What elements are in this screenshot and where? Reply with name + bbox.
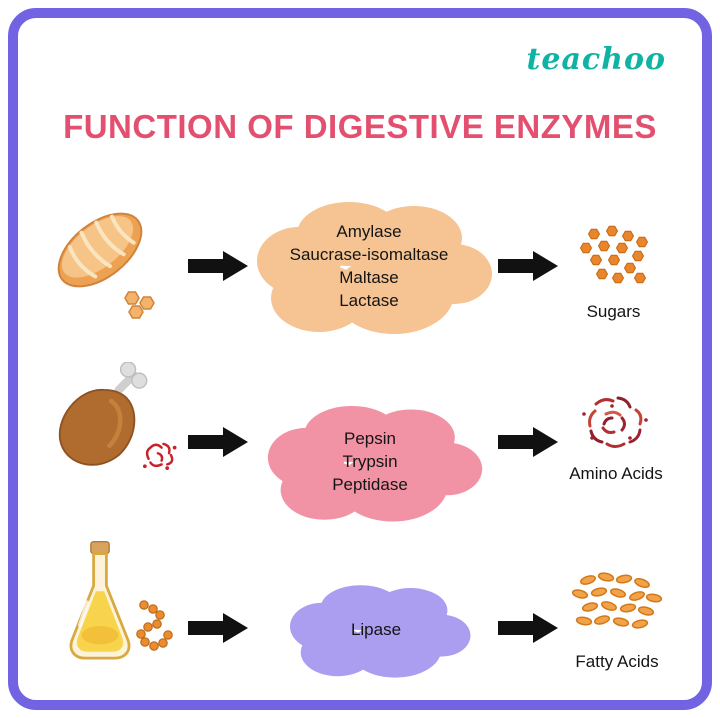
cloud-shape bbox=[257, 202, 492, 334]
fatty-acids-icon bbox=[571, 572, 663, 629]
arrow-right-icon bbox=[188, 613, 248, 643]
cloud-shape bbox=[267, 406, 483, 522]
enzyme-name: Maltase bbox=[339, 267, 399, 287]
enzyme-list-fats: Lipase bbox=[280, 574, 472, 686]
enzyme-cloud-proteins: Pepsin Trypsin Peptidase bbox=[256, 392, 484, 532]
arrow-right-icon bbox=[498, 251, 558, 281]
product-label-fatty-acids: Fatty Acids bbox=[575, 652, 659, 671]
protein-molecule-icon bbox=[145, 442, 174, 468]
chicken-leg-icon bbox=[58, 362, 177, 470]
enzyme-name: Pepsin bbox=[344, 429, 396, 448]
page-title: FUNCTION OF DIGESTIVE ENZYMES bbox=[63, 108, 657, 145]
protein-dots bbox=[142, 445, 177, 470]
cloud-shape bbox=[289, 585, 471, 678]
amino-acids-icon bbox=[582, 396, 648, 448]
enzyme-list-proteins: Pepsin Trypsin Peptidase bbox=[256, 392, 484, 532]
enzyme-list-carbohydrates: Amylase Saucrase-isomaltase Maltase Lact… bbox=[244, 186, 494, 346]
bread-icon bbox=[57, 212, 155, 319]
product-label-sugars: Sugars bbox=[586, 302, 641, 321]
enzyme-name: Amylase bbox=[336, 221, 402, 241]
enzyme-cloud-carbohydrates: Amylase Saucrase-isomaltase Maltase Lact… bbox=[244, 186, 494, 346]
oil-flask-icon bbox=[69, 540, 131, 660]
arrow-right-icon bbox=[498, 427, 558, 457]
arrow-right-icon bbox=[188, 427, 248, 457]
enzyme-name: Lactase bbox=[339, 290, 399, 310]
arrow-right-icon bbox=[498, 613, 558, 643]
enzyme-cloud-fats: Lipase bbox=[280, 574, 472, 686]
enzyme-name: Trypsin bbox=[342, 452, 398, 471]
sugars-icon bbox=[579, 225, 649, 284]
enzyme-name: Peptidase bbox=[332, 475, 408, 494]
sugar-cubes-icon bbox=[124, 291, 155, 319]
arrow-right-icon bbox=[188, 251, 248, 281]
enzyme-name: Lipase bbox=[350, 620, 402, 639]
enzyme-name: Saucrase-isomaltase bbox=[289, 244, 449, 264]
fat-molecule-icon bbox=[136, 600, 173, 651]
product-label-amino-acids: Amino Acids bbox=[569, 464, 663, 483]
teachoo-logo: teachoo bbox=[526, 42, 666, 77]
